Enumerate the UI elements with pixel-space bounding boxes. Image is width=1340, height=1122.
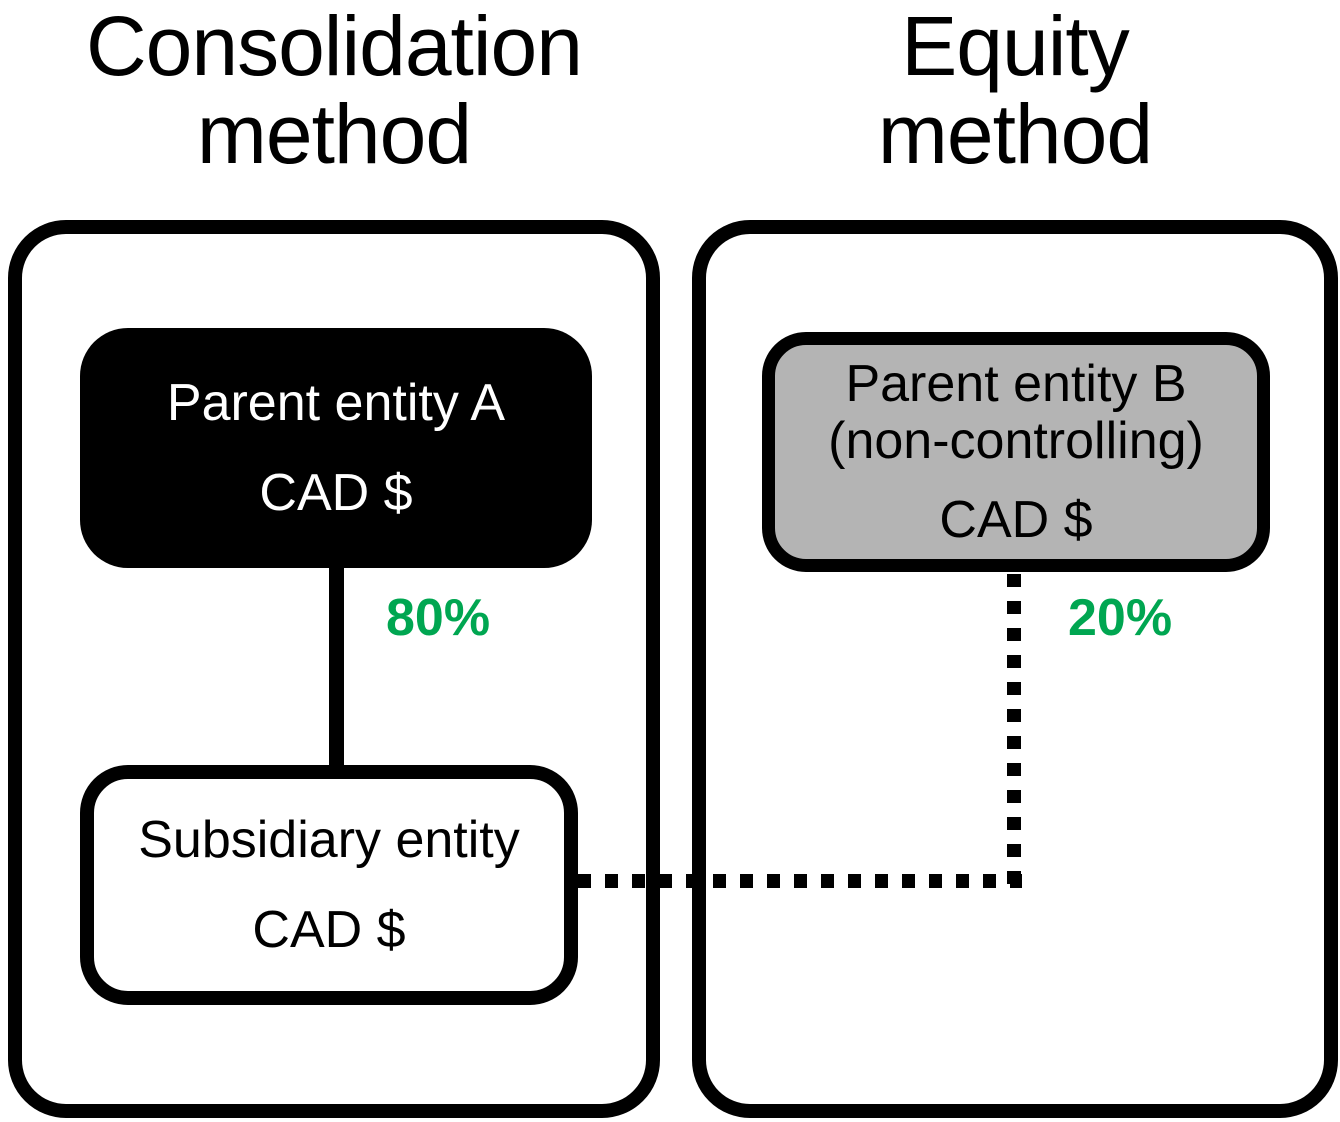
parent-entity-a-name: Parent entity A <box>166 373 506 432</box>
parent-entity-b-box: Parent entity B (non-controlling) CAD $ <box>762 332 1270 572</box>
ownership-percentage-20-label: 20% <box>1068 589 1173 647</box>
parent-entity-b-currency: CAD $ <box>939 490 1093 549</box>
parent-entity-a-currency: CAD $ <box>259 463 413 522</box>
subsidiary-entity-name: Subsidiary entity <box>138 810 520 869</box>
equity-method-title: Equity method <box>877 0 1153 181</box>
parent-entity-a-box: Parent entity A CAD $ <box>80 328 592 568</box>
consolidation-method-title: Consolidation method <box>85 0 583 181</box>
subsidiary-entity-currency: CAD $ <box>252 900 406 959</box>
parent-entity-b-name: Parent entity B (non-controlling) <box>828 354 1204 470</box>
subsidiary-entity-box: Subsidiary entity CAD $ <box>80 765 578 1005</box>
equity-ownership-connector-line-horizontal <box>578 874 1022 888</box>
equity-ownership-connector-line-vertical <box>1007 574 1021 888</box>
ownership-percentage-80-label: 80% <box>386 589 491 647</box>
consolidation-ownership-connector-line <box>329 566 344 767</box>
